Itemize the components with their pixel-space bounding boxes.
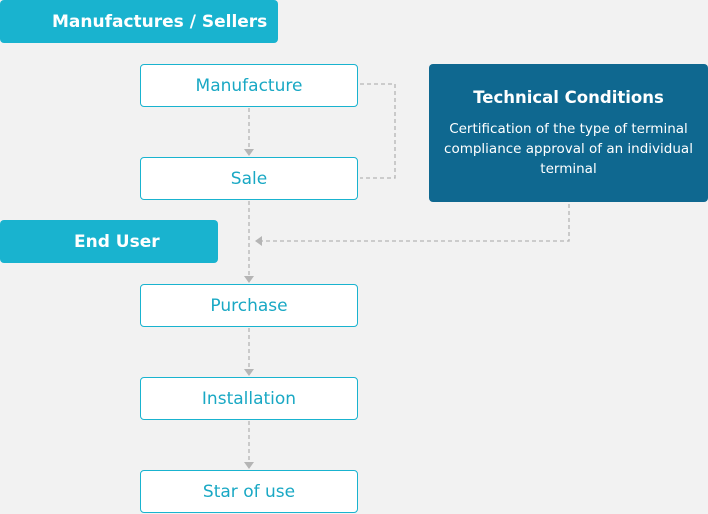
step-start-of-use-label: Star of use <box>202 481 296 502</box>
step-purchase-label: Purchase <box>210 295 288 316</box>
step-start-of-use: Star of use <box>140 470 358 513</box>
manufacturers-sellers-label: Manufactures / Sellers <box>52 11 268 32</box>
technical-conditions-description: Certification of the type of terminal co… <box>444 121 693 177</box>
step-purchase: Purchase <box>140 284 358 327</box>
end-user-banner: End User <box>0 220 218 263</box>
end-user-label: End User <box>74 231 160 252</box>
connector-bracket <box>360 83 396 179</box>
step-sale-label: Sale <box>230 168 268 189</box>
technical-conditions-title: Technical Conditions <box>473 88 664 107</box>
technical-conditions-box: Technical Conditions Certification of th… <box>429 64 708 202</box>
step-manufacture-label: Manufacture <box>195 75 303 96</box>
manufacturers-sellers-banner: Manufactures / Sellers <box>0 0 278 43</box>
connector-technical-conditions <box>262 204 570 242</box>
arrowhead-to-purchase <box>244 276 254 283</box>
step-manufacture: Manufacture <box>140 64 358 107</box>
arrowhead-to-installation <box>244 369 254 376</box>
arrowhead-technical-conditions <box>255 236 262 246</box>
step-sale: Sale <box>140 157 358 200</box>
arrowhead-to-sale <box>244 149 254 156</box>
step-installation: Installation <box>140 377 358 420</box>
step-installation-label: Installation <box>201 388 297 409</box>
arrowhead-to-start <box>244 462 254 469</box>
